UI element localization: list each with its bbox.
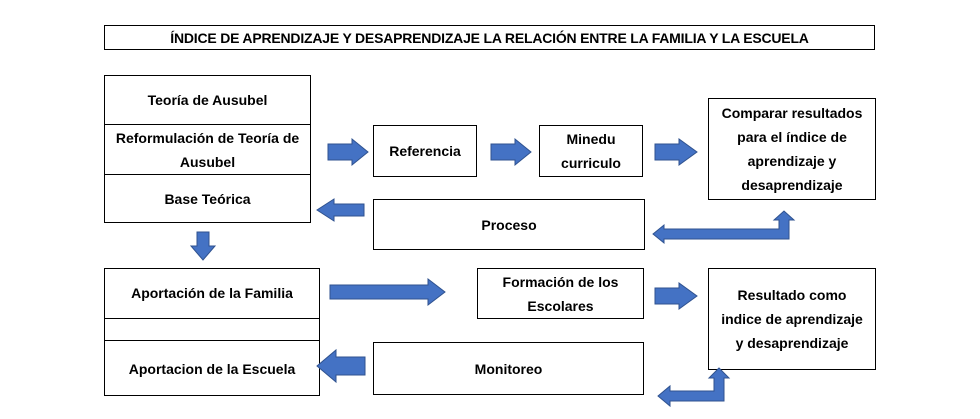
arrow-right-icon <box>327 137 369 167</box>
base-teorica-label: Base Teórica <box>164 191 251 207</box>
arrow-right-icon <box>654 138 698 166</box>
arrow-right-icon <box>490 137 532 167</box>
elbow-double-arrow-icon <box>652 210 796 245</box>
arrow-right-icon <box>329 277 446 307</box>
diagram-title: ÍNDICE DE APRENDIZAJE Y DESAPRENDIZAJE L… <box>104 25 875 50</box>
theory-divider-1 <box>104 124 311 125</box>
elbow-double-arrow-icon <box>657 367 731 408</box>
arrow-left-icon <box>316 198 365 222</box>
aportacion-familia-label: Aportación de la Familia <box>131 285 293 301</box>
formacion-escolares-box: Formación de los Escolares <box>477 268 644 319</box>
minedu-curriculo-box: Minedu curriculo <box>539 125 643 177</box>
theory-stack-box <box>104 75 311 223</box>
referencia-box: Referencia <box>373 125 477 177</box>
resultado-box: Resultado como indice de aprendizaje y d… <box>708 268 876 370</box>
monitoreo-box: Monitoreo <box>373 342 644 395</box>
aportes-divider-1 <box>104 318 320 319</box>
comparar-resultados-box: Comparar resultados para el índice de ap… <box>708 98 876 200</box>
arrow-down-icon <box>189 231 217 261</box>
aportes-stack-box <box>104 268 320 396</box>
arrow-left-icon <box>316 348 366 384</box>
teoria-ausubel-label: Teoría de Ausubel <box>147 91 268 108</box>
arrow-right-icon <box>654 282 698 310</box>
aportacion-escuela-label: Aportacion de la Escuela <box>128 360 296 377</box>
proceso-box: Proceso <box>373 199 645 250</box>
theory-divider-2 <box>104 174 311 175</box>
reformulacion-label: Reformulación de Teoría de Ausubel <box>115 129 300 170</box>
aportes-divider-2 <box>104 340 320 341</box>
